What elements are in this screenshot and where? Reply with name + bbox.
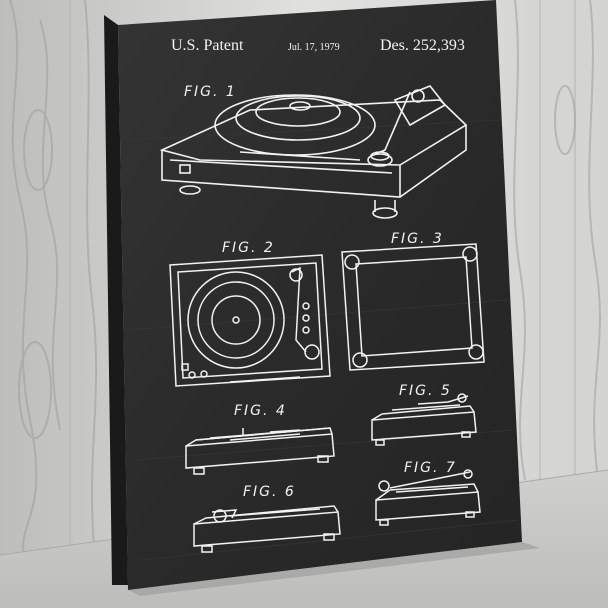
turntable-drawing-fig-6 xyxy=(193,505,341,553)
canvas-board xyxy=(104,0,540,596)
fig-6-label: FIG. 6 xyxy=(243,484,296,500)
turntable-drawing-fig-4 xyxy=(185,427,335,475)
fig-2-label: FIG. 2 xyxy=(222,240,275,256)
turntable-drawing-fig-1 xyxy=(159,85,468,219)
patent-date-label: Jul. 17, 1979 xyxy=(288,42,340,53)
turntable-drawing-fig-2 xyxy=(169,254,331,387)
fig-3-label: FIG. 3 xyxy=(391,231,444,247)
patent-office-label: U.S. Patent xyxy=(171,37,244,54)
turntable-drawing-fig-3 xyxy=(341,243,485,371)
fig-4-label: FIG. 4 xyxy=(234,403,287,419)
fig-5-label: FIG. 5 xyxy=(399,383,452,399)
fig-1-label: FIG. 1 xyxy=(184,84,237,100)
turntable-drawing-fig-5 xyxy=(371,393,477,446)
turntable-drawing-fig-7 xyxy=(375,469,481,526)
fig-7-label: FIG. 7 xyxy=(404,460,457,476)
patent-number-label: Des. 252,393 xyxy=(380,37,465,54)
